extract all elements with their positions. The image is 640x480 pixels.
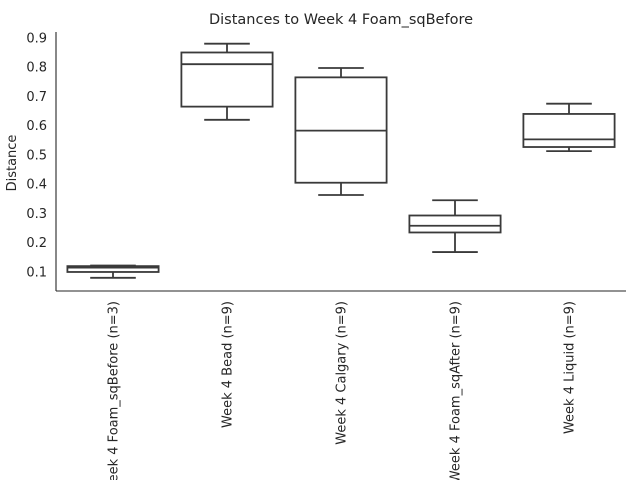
iqr-box	[522, 113, 616, 148]
boxes	[66, 42, 616, 279]
box-3	[294, 67, 388, 196]
chart-title: Distances to Week 4 Foam_sqBefore	[209, 12, 473, 28]
box-1	[66, 264, 160, 279]
box-5	[522, 102, 616, 153]
x-tick-label: Week 4 Liquid (n=9)	[563, 301, 578, 434]
x-tick-label: Week 4 Foam_sqAfter (n=9)	[449, 301, 464, 480]
x-axis-ticks: Week 4 Foam_sqBefore (n=3) Week 4 Bead (n…	[107, 301, 578, 480]
iqr-box	[66, 265, 160, 273]
y-axis-ticks: 0.1 0.2 0.3 0.4 0.5 0.6 0.7 0.8 0.9	[26, 31, 47, 280]
y-tick-label: 0.7	[26, 90, 47, 105]
box-4	[408, 199, 502, 253]
x-tick-label: Week 4 Foam_sqBefore (n=3)	[107, 301, 122, 480]
y-tick-label: 0.2	[26, 236, 47, 251]
iqr-box	[408, 214, 502, 234]
y-tick-label: 0.8	[26, 61, 47, 76]
x-tick-label: Week 4 Calgary (n=9)	[335, 301, 350, 445]
y-tick-label: 0.5	[26, 148, 47, 163]
iqr-box	[180, 51, 274, 108]
x-tick-label: Week 4 Bead (n=9)	[221, 301, 236, 428]
y-tick-label: 0.4	[26, 178, 47, 193]
y-tick-label: 0.1	[26, 265, 47, 280]
axes	[55, 32, 626, 292]
y-tick-label: 0.9	[26, 31, 47, 46]
y-tick-label: 0.3	[26, 207, 47, 222]
y-tick-label: 0.6	[26, 119, 47, 134]
box-2	[180, 42, 274, 121]
y-axis-label: Distance	[5, 135, 20, 192]
